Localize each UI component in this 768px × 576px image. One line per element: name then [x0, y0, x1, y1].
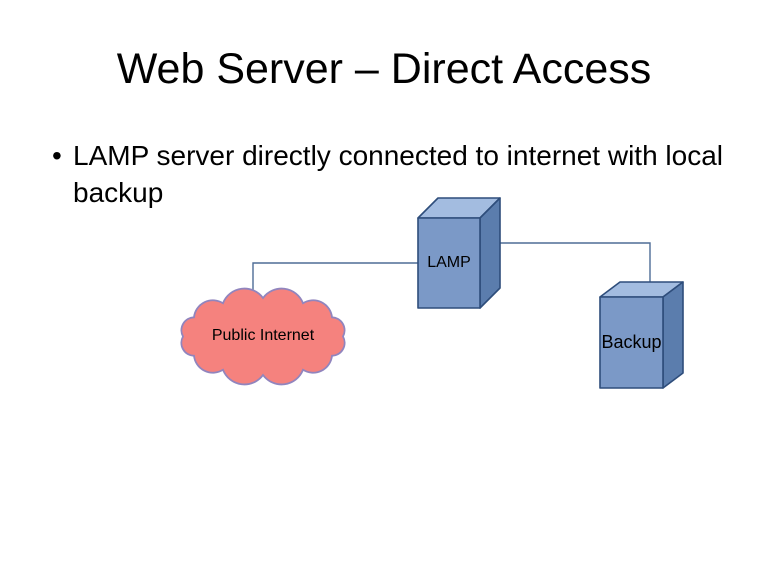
bullet-marker: • [52, 140, 62, 171]
bullet-item: • LAMP server directly connected to inte… [52, 137, 752, 211]
bullet-text: LAMP server directly connected to intern… [73, 140, 724, 208]
backup-cube-front-face [599, 296, 664, 389]
connector-lamp-backup [499, 242, 651, 283]
connector-internet-lamp [252, 262, 418, 298]
internet-cloud-shape [180, 287, 346, 386]
slide-title: Web Server – Direct Access [116, 45, 652, 93]
lamp-server-node [417, 197, 501, 309]
lamp-cube-front-face [417, 217, 481, 309]
backup-server-node [599, 281, 684, 389]
lamp-cube-side-face [479, 197, 501, 309]
backup-cube-side-face [662, 281, 684, 389]
